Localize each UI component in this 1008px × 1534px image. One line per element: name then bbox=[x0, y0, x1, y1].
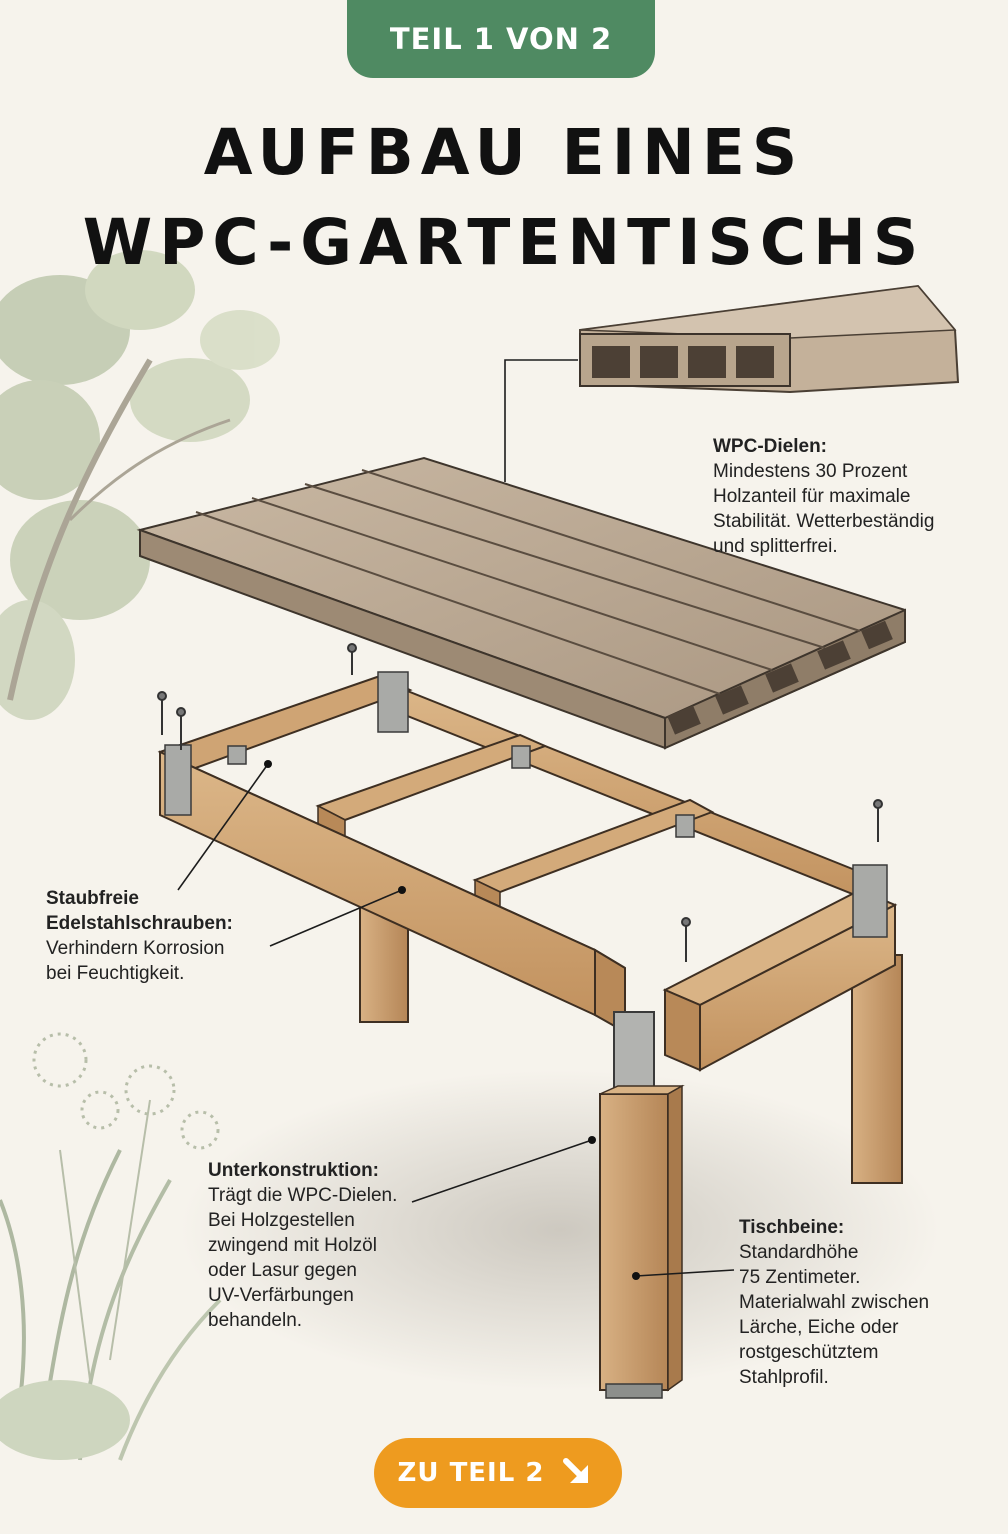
callout-unterkonstruktion: Unterkonstruktion: Trägt die WPC-Dielen.… bbox=[208, 1158, 428, 1333]
front-leg bbox=[599, 1011, 685, 1399]
callout-text: Verhindern Korrosion bei Feuchtigkeit. bbox=[46, 938, 225, 984]
callout-text: Standardhöhe 75 Zentimeter. Materialwahl… bbox=[739, 1242, 930, 1388]
tree-foliage-decoration bbox=[0, 250, 280, 720]
metal-brackets bbox=[164, 671, 888, 938]
sub-frame bbox=[157, 674, 898, 1072]
board-cross-section-detail bbox=[579, 284, 960, 394]
page-title: AUFBAU EINES WPC-GARTENTISCHS bbox=[0, 108, 1008, 288]
callout-wpc-dielen: WPC-Dielen: Mindestens 30 Prozent Holzan… bbox=[713, 434, 993, 559]
next-part-label: ZU TEIL 2 bbox=[397, 1458, 545, 1488]
part-badge: TEIL 1 VON 2 bbox=[347, 0, 655, 78]
callout-tischbeine: Tischbeine: Standardhöhe 75 Zentimeter. … bbox=[739, 1215, 989, 1390]
callout-heading: WPC-Dielen: bbox=[713, 436, 827, 457]
callout-heading: Unterkonstruktion: bbox=[208, 1160, 379, 1181]
leader-dots bbox=[264, 760, 640, 1280]
page-title-line-2: WPC-GARTENTISCHS bbox=[82, 206, 926, 279]
part-badge-label: TEIL 1 VON 2 bbox=[389, 22, 613, 56]
next-part-button[interactable]: ZU TEIL 2 bbox=[374, 1438, 622, 1508]
callout-text: Trägt die WPC-Dielen. Bei Holzgestellen … bbox=[208, 1185, 398, 1331]
wpc-tabletop bbox=[136, 456, 906, 750]
grass-plants-decoration bbox=[0, 1032, 222, 1461]
ground-shadow bbox=[180, 1070, 940, 1390]
callout-heading: Staubfreie Edelstahlschrauben: bbox=[46, 888, 233, 934]
callout-heading: Tischbeine: bbox=[739, 1217, 845, 1238]
leader-lines bbox=[177, 359, 735, 1277]
page-title-line-1: AUFBAU EINES bbox=[203, 116, 805, 189]
screws bbox=[157, 643, 883, 962]
callout-edelstahlschrauben: Staubfreie Edelstahlschrauben: Verhinder… bbox=[46, 886, 276, 986]
callout-text: Mindestens 30 Prozent Holzanteil für max… bbox=[713, 461, 935, 557]
arrow-down-right-icon bbox=[563, 1458, 589, 1483]
back-right-leg bbox=[851, 954, 903, 1184]
